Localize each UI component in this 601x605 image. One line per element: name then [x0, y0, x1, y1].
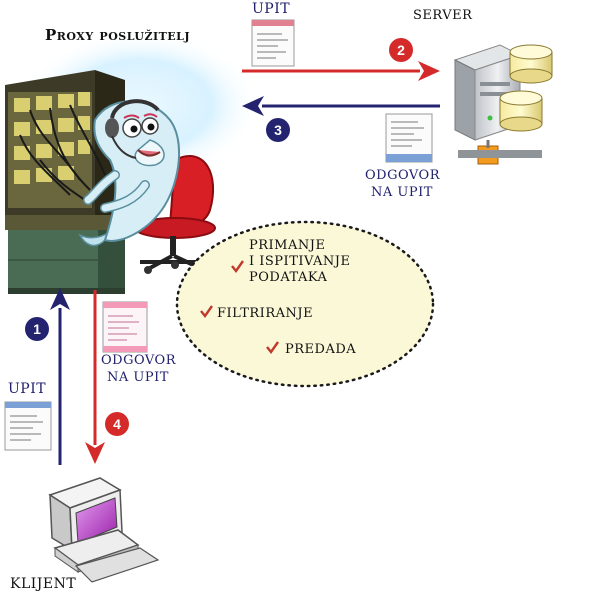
checkmark-icon — [266, 341, 279, 355]
arrow-response-to-client — [85, 290, 105, 464]
task-receive-label-2: I ISPITIVANJE — [249, 254, 351, 269]
checkmark-icon — [231, 260, 244, 274]
odgovor-right-label-2: NA UPIT — [371, 185, 433, 200]
task-receive-label-1: PRIMANJE — [249, 238, 326, 253]
step-3-number: 3 — [274, 122, 282, 138]
step-2-number: 2 — [397, 42, 405, 58]
step-circle-1: 1 — [25, 317, 49, 341]
step-circle-2: 2 — [389, 38, 413, 62]
step-circle-3: 3 — [266, 118, 290, 142]
dolphin-operator-icon — [78, 99, 216, 274]
document-icon — [251, 19, 295, 67]
task-process-label: PREDADA — [285, 342, 357, 357]
odgovor-left-label-2: NA UPIT — [107, 370, 169, 385]
odgovor-left-label-1: ODGOVOR — [101, 353, 176, 368]
task-filter-label: FILTRIRANJE — [217, 306, 314, 321]
server-label: SERVER — [413, 8, 473, 23]
arrow-response-from-server — [242, 96, 440, 116]
odgovor-right-label-1: ODGOVOR — [365, 168, 440, 183]
client-label: KLIJENT — [10, 576, 77, 592]
upit-top-label: UPIT — [252, 1, 291, 17]
document-icon — [102, 301, 148, 353]
checkmark-icon — [200, 305, 213, 319]
document-icon — [4, 401, 52, 451]
proxy-server-label: Proxy poslužitelj — [45, 26, 191, 44]
computer-icon — [48, 477, 160, 583]
step-circle-4: 4 — [105, 412, 129, 436]
document-icon — [385, 113, 433, 163]
upit-left-label: UPIT — [8, 381, 47, 397]
task-receive-label-3: PODATAKA — [249, 270, 328, 285]
database-icon — [499, 44, 553, 132]
step-4-number: 4 — [113, 416, 121, 432]
switchboard-icon — [5, 70, 125, 294]
step-1-number: 1 — [33, 321, 41, 337]
arrow-request-to-server — [242, 61, 440, 81]
arrow-request-from-client — [50, 288, 70, 465]
